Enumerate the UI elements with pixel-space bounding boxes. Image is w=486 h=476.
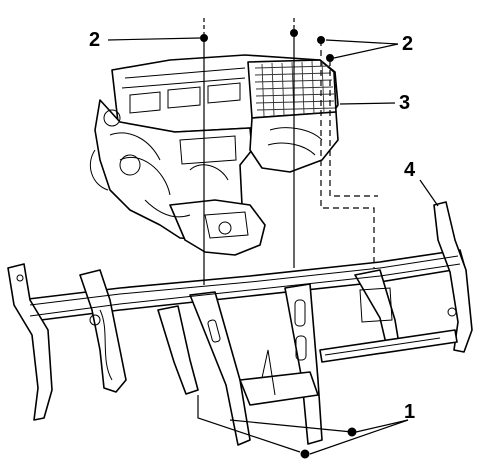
callout-leaders (107, 37, 439, 455)
bolt-icon (347, 427, 357, 437)
bolt-icon-group-top (200, 29, 334, 62)
bolt-icon (317, 36, 325, 44)
callout-label-fastener-top-right: 2 (402, 33, 414, 55)
alignment-lines (197, 18, 378, 453)
callout-label-fastener-top-left: 2 (89, 29, 101, 51)
bolt-icon-group-bottom (300, 427, 357, 459)
bolt-icon (300, 449, 310, 459)
frame-detail-lines (16, 255, 461, 396)
callout-label-fastener-bottom: 1 (404, 401, 416, 423)
instrument-panel-frame (7, 201, 473, 446)
bolt-icon (326, 54, 334, 62)
bolt-icon (200, 34, 208, 42)
bolt-icon (290, 29, 298, 37)
callout-label-hvac-module: 3 (399, 92, 411, 114)
callout-label-instrument-panel-frame: 4 (404, 159, 416, 181)
